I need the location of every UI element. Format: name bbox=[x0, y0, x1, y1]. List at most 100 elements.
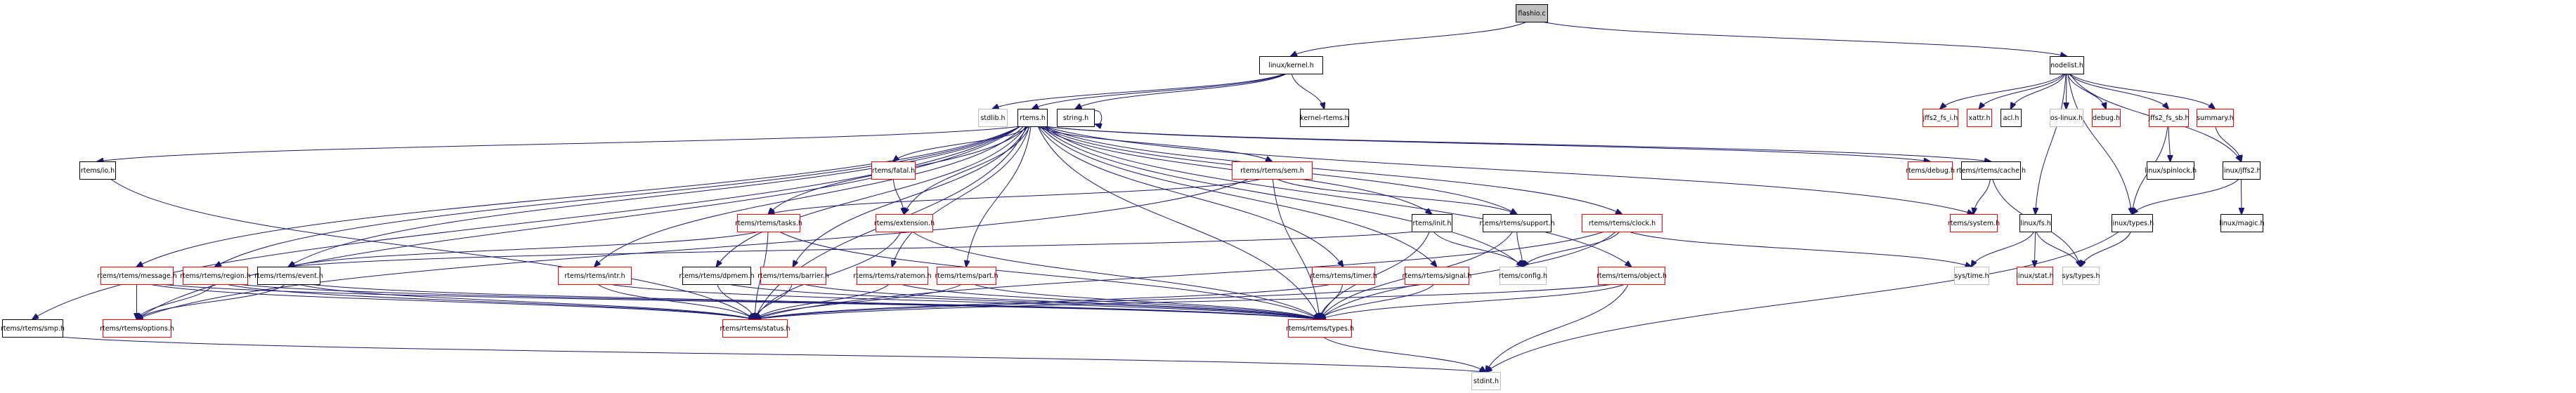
node-rtems-rtems-smp-h[interactable]: rtems/rtems/smp.h bbox=[1, 319, 65, 338]
edge-rtems_rtems_part_h-to-rtems_rtems_types_h bbox=[972, 284, 1320, 319]
node-kernel-rtems-h[interactable]: kernel-rtems.h bbox=[1300, 109, 1349, 127]
node-summary-h[interactable]: summary.h bbox=[2197, 109, 2234, 127]
node-linux-spinlock-h[interactable]: linux/spinlock.h bbox=[2145, 161, 2197, 180]
node-sys-types-h: sys/types.h bbox=[2062, 267, 2100, 285]
node-rtems-rtems-intr-h[interactable]: rtems/rtems/intr.h bbox=[558, 267, 632, 285]
node-linux-jffs2-h[interactable]: linux/jffs2.h bbox=[2222, 161, 2261, 180]
node-rtems-h[interactable]: rtems.h bbox=[1017, 109, 1048, 127]
edge-linux_kernel_h-to-string_h bbox=[1076, 73, 1287, 109]
node-rtems-rtems-ratemon-h[interactable]: rtems/rtems/ratemon.h bbox=[853, 267, 932, 285]
node-rtems-rtems-dpmem-h[interactable]: rtems/rtems/dpmem.h bbox=[679, 267, 755, 285]
node-jffs2-fs-sb-h[interactable]: jffs2_fs_sb.h bbox=[2148, 109, 2190, 127]
node-rtems-rtems-sem-h[interactable]: rtems/rtems/sem.h bbox=[1232, 161, 1313, 180]
node-rtems-rtems-region-h[interactable]: rtems/rtems/region.h bbox=[180, 267, 251, 285]
node-box bbox=[871, 161, 916, 180]
edge-rtems_rtems_support_h-to-rtems_config_h bbox=[1516, 231, 1523, 267]
node-rtems-rtems-message-h[interactable]: rtems/rtems/message.h bbox=[97, 267, 177, 285]
edge-nodelist_h-to-jffs2_fs_i_h bbox=[1940, 73, 2064, 109]
node-rtems-rtems-barrier-h[interactable]: rtems/rtems/barrier.h bbox=[757, 267, 829, 285]
node-box bbox=[1923, 109, 1958, 127]
node-rtems-init-h[interactable]: rtems/init.h bbox=[1412, 214, 1452, 232]
node-box bbox=[1500, 267, 1547, 285]
edge-rtems_rtems_barrier_h-to-rtems_rtems_types_h bbox=[803, 284, 1320, 319]
node-box bbox=[2112, 214, 2153, 232]
node-box bbox=[103, 319, 171, 338]
node-label: rtems/rtems/support.h bbox=[1479, 220, 1554, 227]
edge-linux_types_h-to-sys_types_h bbox=[2081, 231, 2131, 267]
node-label: rtems/rtems/message.h bbox=[97, 272, 177, 280]
edge-rtems_rtems_event_h-to-rtems_rtems_status_h bbox=[297, 284, 755, 319]
edge-rtems_rtems_object_h-to-stdint_h bbox=[1486, 284, 1629, 372]
node-rtems-rtems-object-h[interactable]: rtems/rtems/object.h bbox=[1596, 267, 1667, 285]
edge-rtems_h-to-rtems_io_h bbox=[98, 126, 1021, 161]
node-rtems-rtems-tasks-h[interactable]: rtems/rtems/tasks.h bbox=[735, 214, 802, 232]
edge-rtems_rtems_ratemon_h-to-rtems_rtems_status_h bbox=[755, 284, 890, 319]
edge-rtems_fatal_h-to-rtems_extension_h bbox=[892, 178, 904, 214]
edge-rtems_h-to-rtems_config_h bbox=[1041, 126, 1523, 267]
node-linux-fs-h[interactable]: linux/fs.h bbox=[2019, 214, 2052, 232]
node-rtems-rtems-event-h[interactable]: rtems/rtems/event.h bbox=[254, 267, 323, 285]
edge-rtems_rtems_tasks_h-to-rtems_rtems_types_h bbox=[779, 231, 1320, 319]
node-rtems-rtems-support-h[interactable]: rtems/rtems/support.h bbox=[1479, 214, 1555, 232]
edge-rtems_init_h-to-rtems_rtems_event_h bbox=[289, 231, 1415, 267]
node-stdlib-h: stdlib.h bbox=[978, 109, 1008, 127]
node-label: rtems/rtems/part.h bbox=[935, 272, 998, 280]
edge-rtems_init_h-to-rtems_config_h bbox=[1433, 231, 1523, 267]
node-label: jffs2_fs_sb.h bbox=[2148, 114, 2190, 122]
edge-rtems_h-to-rtems_rtems_types_h bbox=[1037, 126, 1320, 319]
node-box bbox=[100, 267, 174, 285]
node-label: rtems/rtems/timer.h bbox=[1310, 272, 1377, 280]
node-box bbox=[2, 319, 63, 338]
edge-rtems_h-to-rtems_rtems_intr_h bbox=[594, 126, 1024, 267]
node-label: stdlib.h bbox=[980, 114, 1005, 122]
node-rtems-rtems-status-h[interactable]: rtems/rtems/status.h bbox=[720, 319, 791, 338]
edge-nodelist_h-to-linux_types_h bbox=[2067, 73, 2132, 214]
node-rtems-rtems-signal-h[interactable]: rtems/rtems/signal.h bbox=[1403, 267, 1472, 285]
node-label: rtems/rtems/region.h bbox=[180, 272, 251, 280]
edge-linux_jffs2_h-to-linux_types_h bbox=[2132, 178, 2239, 214]
node-rtems-rtems-cache-h[interactable]: rtems/rtems/cache.h bbox=[1956, 161, 2026, 180]
node-label: rtems/rtems/barrier.h bbox=[757, 272, 829, 280]
node-label: flashio.c bbox=[1518, 10, 1545, 18]
node-rtems-rtems-types-h[interactable]: rtems/rtems/types.h bbox=[1286, 319, 1354, 338]
edge-rtems_h-to-rtems_rtems_cache_h bbox=[1043, 126, 1991, 161]
node-xattr-h[interactable]: xattr.h bbox=[1967, 109, 1992, 127]
node-box bbox=[1908, 161, 1953, 180]
node-linux-stat-h[interactable]: linux/stat.h bbox=[2016, 267, 2054, 285]
node-label: kernel-rtems.h bbox=[1300, 114, 1348, 122]
node-label: rtems/rtems/types.h bbox=[1286, 325, 1354, 333]
node-nodelist-h[interactable]: nodelist.h bbox=[2050, 56, 2084, 74]
node-label: linux/kernel.h bbox=[1268, 62, 1313, 69]
node-label: rtems/init.h bbox=[1413, 220, 1452, 227]
node-rtems-debug-h[interactable]: rtems/debug.h bbox=[1906, 161, 1955, 180]
edge-linux_kernel_h-to-kernel_rtems_h bbox=[1291, 73, 1325, 109]
edge-rtems_rtems_message_h-to-rtems_rtems_status_h bbox=[148, 284, 755, 319]
node-string-h[interactable]: string.h bbox=[1057, 109, 1095, 127]
node-rtems-rtems-clock-h[interactable]: rtems/rtems/clock.h bbox=[1582, 214, 1663, 232]
node-box bbox=[1582, 214, 1663, 232]
node-box bbox=[2050, 109, 2083, 127]
node-linux-magic-h[interactable]: linux/magic.h bbox=[2219, 214, 2265, 232]
node-label: rtems/rtems/dpmem.h bbox=[679, 272, 754, 280]
node-rtems-rtems-timer-h[interactable]: rtems/rtems/timer.h bbox=[1310, 267, 1377, 285]
node-box bbox=[722, 319, 788, 338]
node-rtems-io-h[interactable]: rtems/io.h bbox=[79, 161, 116, 180]
node-rtems-fatal-h[interactable]: rtems/fatal.h bbox=[871, 161, 916, 180]
node-rtems-extension-h[interactable]: rtems/extension.h bbox=[874, 214, 935, 232]
node-flashio-c[interactable]: flashio.c bbox=[1516, 4, 1548, 22]
node-jffs2-fs-i-h[interactable]: jffs2_fs_i.h bbox=[1923, 109, 1958, 127]
node-box bbox=[257, 267, 320, 285]
node-linux-types-h[interactable]: linux/types.h bbox=[2111, 214, 2154, 232]
node-debug-h[interactable]: debug.h bbox=[2092, 109, 2121, 127]
node-box bbox=[2223, 161, 2260, 180]
edge-string_h-to-string_h bbox=[1094, 110, 1102, 125]
node-rtems-rtems-options-h[interactable]: rtems/rtems/options.h bbox=[100, 319, 174, 338]
node-rtems-rtems-part-h[interactable]: rtems/rtems/part.h bbox=[935, 267, 998, 285]
node-box bbox=[1598, 267, 1665, 285]
node-label: linux/jffs2.h bbox=[2222, 167, 2260, 175]
node-linux-kernel-h[interactable]: linux/kernel.h bbox=[1259, 56, 1323, 74]
node-box bbox=[737, 214, 800, 232]
node-rtems-system-h[interactable]: rtems/system.h bbox=[1948, 214, 2000, 232]
node-acl-h[interactable]: acl.h bbox=[2001, 109, 2022, 127]
node-label: debug.h bbox=[2093, 114, 2120, 122]
